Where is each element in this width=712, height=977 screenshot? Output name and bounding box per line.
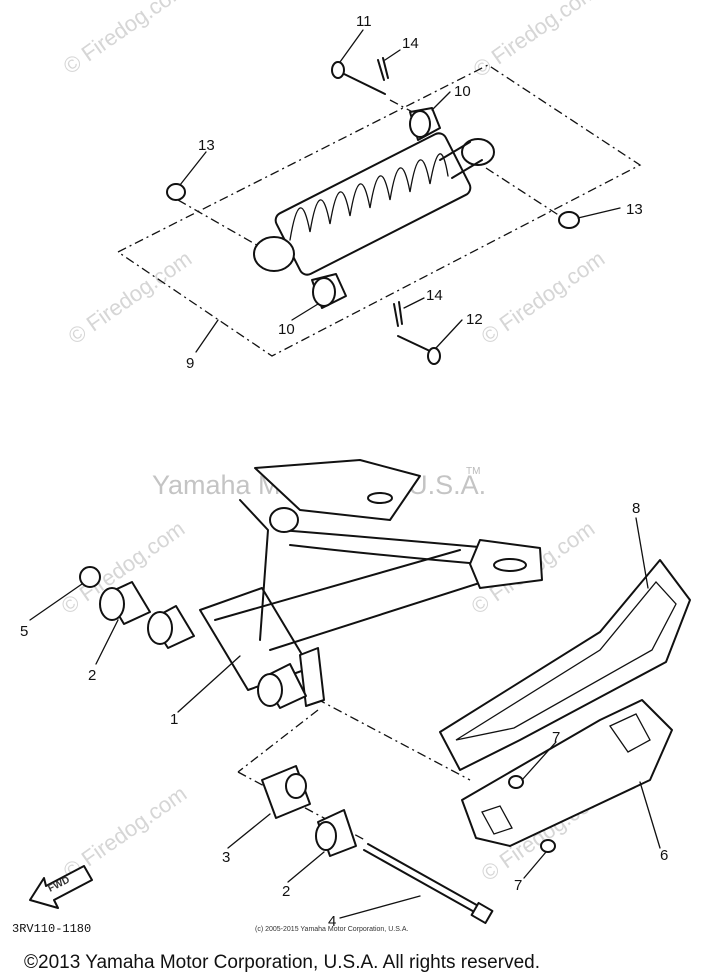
small-copyright: (c) 2005-2015 Yamaha Motor Corporation, …: [255, 926, 408, 933]
callout-6: 6: [660, 847, 668, 864]
firedog-watermark-2: © Firedog.com: [469, 0, 602, 82]
screw-7-upper: [508, 775, 524, 789]
rear-shock-absorber: [253, 132, 495, 276]
collar-13-right: [558, 211, 580, 229]
callout-numbers: 11 14 10 13 13 14 12 10 9 8 5 2 1 7 6 3 …: [20, 13, 668, 930]
bushing-10-upper-face: [409, 110, 431, 138]
chain-case-8: [439, 559, 691, 771]
callout-10-lower: 10: [278, 321, 295, 338]
bushing-2-upper-face: [99, 587, 125, 621]
pivot-shaft-4: [363, 843, 483, 915]
shock-spring-body: [274, 132, 472, 276]
diagram-code: 3RV110-1180: [12, 922, 91, 936]
bolt-12-shaft: [397, 335, 433, 353]
leader-lines: [29, 29, 661, 919]
pivot-dashed-line-axis: [299, 689, 471, 781]
collar-5: [79, 566, 101, 588]
swing-arm-front-strut: [239, 499, 269, 641]
collar-13-dashed-line: [177, 199, 263, 249]
firedog-watermark-4: © Firedog.com: [477, 246, 610, 349]
swing-arm-right-boss-face: [257, 673, 283, 707]
shock-mount-slot: [367, 492, 393, 504]
callout-8: 8: [632, 500, 640, 517]
firedog-watermark-1: © Firedog.com: [59, 0, 192, 79]
trademark-mark: TM: [466, 466, 480, 477]
shock-upper-rod: [439, 141, 483, 179]
collar-13b-dashed-line: [485, 167, 561, 217]
cotter-pin-14-lower: [393, 301, 403, 327]
watermark-layer: © Firedog.com © Firedog.com © Firedog.co…: [57, 0, 610, 886]
callout-10-upper: 10: [454, 83, 471, 100]
callout-12: 12: [466, 311, 483, 328]
swing-arm-upper-tube: [279, 529, 491, 549]
chain-guard-6: [461, 699, 673, 847]
bolt-11-dashed-line: [389, 99, 421, 117]
swing-arm-upper-tube-inner: [289, 544, 493, 566]
shock-spring-coils: [289, 153, 449, 241]
footer-copyright: ©2013 Yamaha Motor Corporation, U.S.A. A…: [24, 952, 540, 973]
shock-upper-eye: [461, 138, 495, 166]
callout-9: 9: [186, 355, 194, 372]
shock-mount-bracket: [254, 459, 421, 521]
screw-7-lower: [540, 839, 556, 853]
chain-guard-6-bolt-slot: [481, 805, 513, 835]
callout-1: 1: [170, 711, 178, 728]
bushing-10-lower-face: [312, 277, 336, 307]
shock-assembly-dashed-box: [116, 64, 642, 357]
chain-guide-bracket: [299, 647, 325, 707]
fwd-arrow-shape: [29, 865, 93, 909]
callout-7-upper: 7: [552, 729, 560, 746]
callout-14-upper: 14: [402, 35, 419, 52]
callout-11: 11: [356, 13, 372, 30]
shock-mount-eye: [269, 507, 299, 533]
bushing-3-face: [285, 773, 307, 799]
bolt-12-head: [427, 347, 441, 365]
callout-7-lower: 7: [514, 877, 522, 894]
firedog-watermark-3: © Firedog.com: [64, 246, 197, 349]
callout-5: 5: [20, 623, 28, 640]
pivot-dashed-line-upper: [237, 709, 319, 773]
chain-case-8-inner-edge: [455, 581, 677, 741]
callout-13-left: 13: [198, 137, 215, 154]
swing-arm-left-boss-face: [147, 611, 173, 645]
callout-3: 3: [222, 849, 230, 866]
cotter-pin-14-upper: [377, 57, 389, 81]
swing-arm-side-beam: [214, 549, 461, 621]
bolt-11-head: [331, 61, 345, 79]
rear-swing-arm: [199, 459, 543, 707]
callout-14-lower: 14: [426, 287, 443, 304]
chain-guard-6-window: [609, 713, 651, 753]
callout-4: 4: [328, 913, 336, 930]
callout-13-right: 13: [626, 201, 643, 218]
pivot-shaft-4-head: [470, 901, 494, 925]
fwd-arrow: FWD: [29, 865, 93, 909]
collar-13-left: [166, 183, 186, 201]
callout-2-lower: 2: [282, 883, 290, 900]
bushing-2-lower-face: [315, 821, 337, 851]
callout-2-upper: 2: [88, 667, 96, 684]
axle-slot: [493, 558, 527, 572]
shock-lower-eye: [253, 236, 295, 272]
bolt-11-shaft: [339, 71, 386, 95]
